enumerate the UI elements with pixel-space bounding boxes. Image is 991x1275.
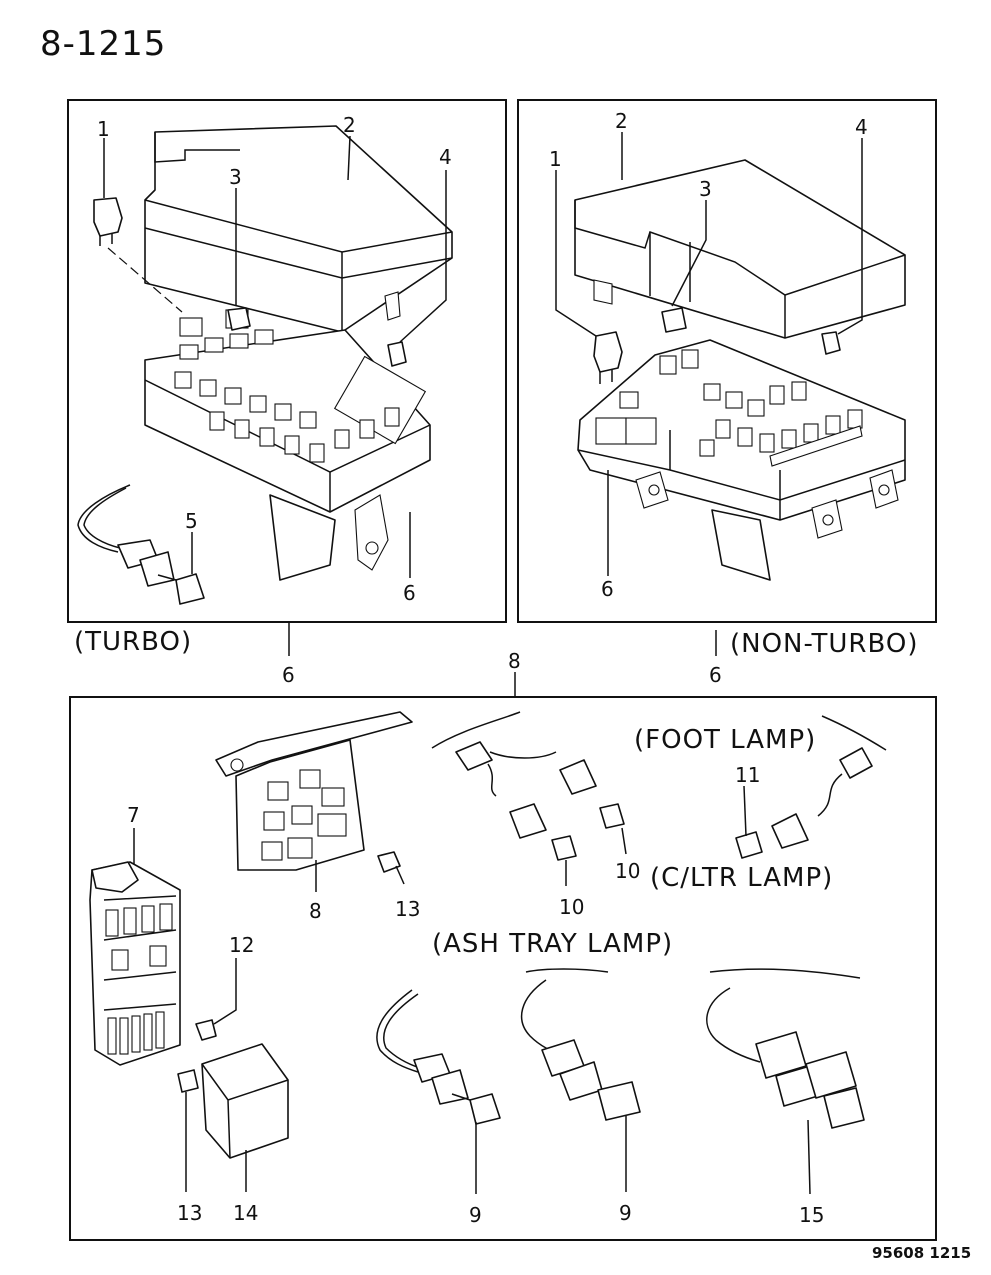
turbo-callout-1: 1 xyxy=(97,117,110,141)
non-turbo-relay-box-body xyxy=(577,339,906,581)
non-turbo-bottom-callout: 6 xyxy=(709,663,722,687)
lower-panel-frame xyxy=(69,696,937,1241)
turbo-callout-4: 4 xyxy=(439,145,452,169)
non-turbo-callout-4: 4 xyxy=(855,115,868,139)
cltr-lamp-label: (C/LTR LAMP) xyxy=(650,863,833,893)
connector-9-right xyxy=(520,968,641,1121)
turbo-caption: (TURBO) xyxy=(74,627,192,657)
turbo-relay-1-leader xyxy=(107,247,183,313)
connector-9-left xyxy=(376,989,501,1125)
ash-tray-lamp-harness xyxy=(431,711,625,861)
fuse-13-upper-leader xyxy=(395,865,405,885)
turbo-panel-frame xyxy=(67,99,507,623)
non-turbo-relay-3 xyxy=(661,307,687,333)
lower-callout-13-upper: 13 xyxy=(395,897,420,921)
lower-callout-12: 12 xyxy=(229,933,254,957)
non-turbo-relay-box-cover xyxy=(574,159,906,339)
relay-block-8 xyxy=(215,711,413,871)
clip-12 xyxy=(195,1019,217,1041)
lower-callout-8: 8 xyxy=(309,899,322,923)
non-turbo-callout-6: 6 xyxy=(601,577,614,601)
lower-callout-11: 11 xyxy=(735,763,760,787)
lower-callout-7: 7 xyxy=(127,803,140,827)
turbo-relay-1 xyxy=(93,197,123,246)
clip-12-leader xyxy=(213,958,237,1025)
fuse-13-lower xyxy=(177,1069,199,1093)
non-turbo-caption: (NON-TURBO) xyxy=(730,629,918,659)
turbo-callout-3: 3 xyxy=(229,165,242,189)
lower-callout-13-lower: 13 xyxy=(177,1201,202,1225)
lower-callout-10b: 10 xyxy=(559,895,584,919)
turbo-leaders xyxy=(103,135,447,656)
lower-top-callout: 8 xyxy=(508,649,521,673)
foot-lamp-label: (FOOT LAMP) xyxy=(634,725,816,755)
turbo-fuse-4 xyxy=(387,341,407,367)
turbo-callout-2: 2 xyxy=(343,113,356,137)
lower-callout-15: 15 xyxy=(799,1203,824,1227)
non-turbo-relay-1 xyxy=(593,331,623,384)
turbo-relay-box-body xyxy=(144,309,431,581)
turbo-bottom-callout: 6 xyxy=(282,663,295,687)
connector-15-leader xyxy=(807,1119,811,1195)
page-title: 8-1215 xyxy=(40,24,167,64)
non-turbo-panel-frame xyxy=(517,99,937,623)
non-turbo-callout-1: 1 xyxy=(549,147,562,171)
footer-code: 95608 1215 xyxy=(872,1244,971,1262)
foot-lamp-harness xyxy=(735,715,887,859)
non-turbo-callout-2: 2 xyxy=(615,109,628,133)
lower-callout-10a: 10 xyxy=(615,859,640,883)
bulb-11-leader xyxy=(743,785,747,837)
non-turbo-fuse-4 xyxy=(821,331,841,355)
bulb-10a-leader xyxy=(621,827,627,855)
turbo-callout-6: 6 xyxy=(403,581,416,605)
lower-callout-9-right: 9 xyxy=(619,1201,632,1225)
junction-block-7 xyxy=(89,861,181,1066)
non-turbo-leaders xyxy=(555,132,863,656)
connector-15 xyxy=(706,968,865,1129)
turbo-relay-3 xyxy=(227,307,251,331)
cover-14 xyxy=(201,1043,289,1159)
lower-callout-9-left: 9 xyxy=(469,1203,482,1227)
fuse-13-upper xyxy=(377,851,401,873)
lower-callout-14: 14 xyxy=(233,1201,258,1225)
ash-tray-lamp-label: (ASH TRAY LAMP) xyxy=(432,929,673,959)
turbo-callout-5: 5 xyxy=(185,509,198,533)
turbo-connector-5 xyxy=(77,484,205,605)
turbo-relay-box-cover xyxy=(144,125,453,333)
non-turbo-callout-3: 3 xyxy=(699,177,712,201)
